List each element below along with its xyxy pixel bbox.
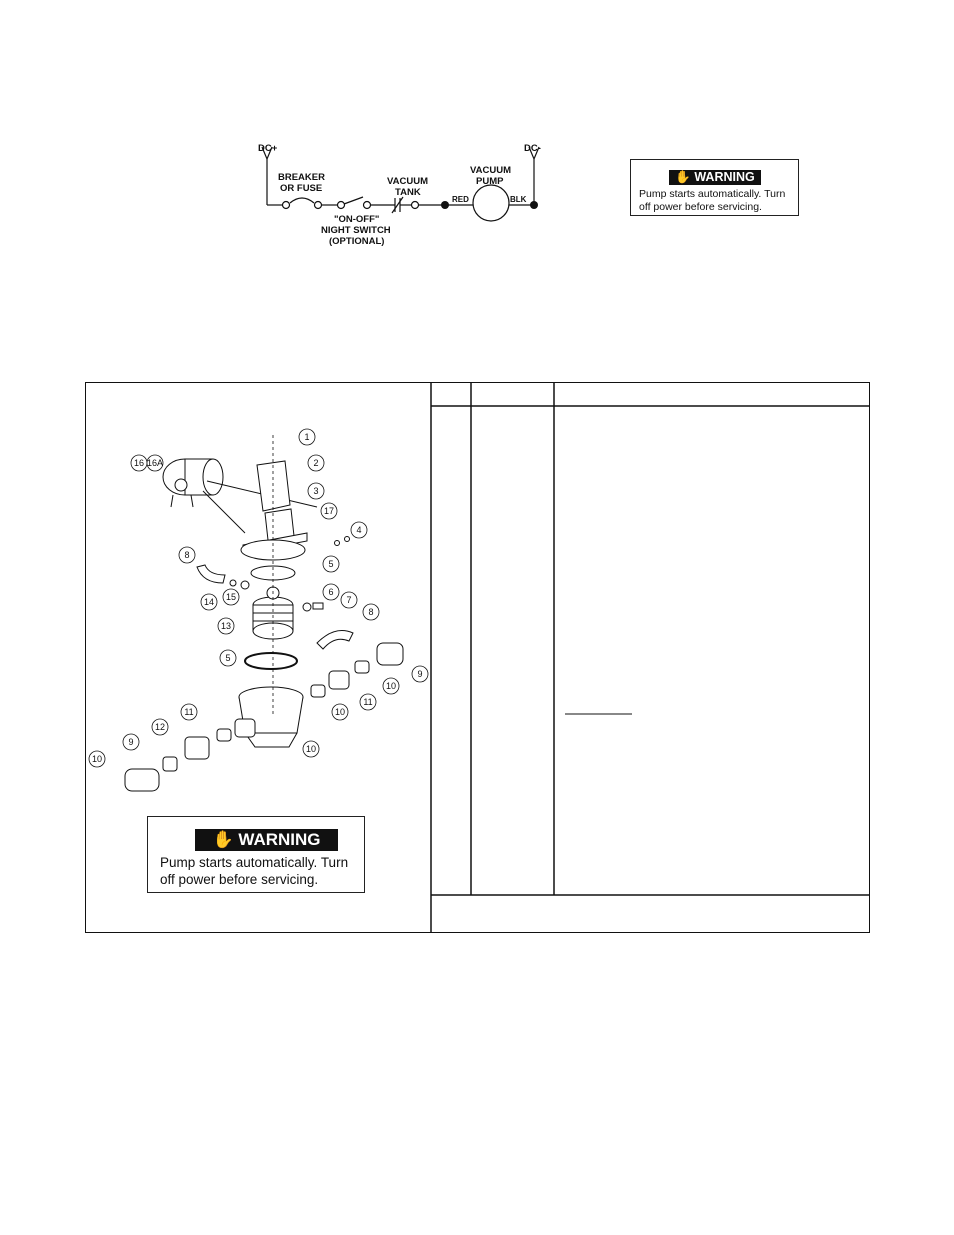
switch-label-1: "ON-OFF" bbox=[334, 214, 379, 225]
warning-label-large: ✋ WARNING Pump starts automatically. Tur… bbox=[147, 816, 365, 893]
part-callout-5: 5 bbox=[328, 559, 333, 569]
warning-banner: ✋ WARNING bbox=[195, 829, 338, 851]
part-callout-11: 11 bbox=[184, 707, 193, 717]
parts-table-grid bbox=[430, 382, 870, 933]
part-callout-11: 11 bbox=[363, 697, 372, 707]
part-callout-10: 10 bbox=[386, 681, 396, 691]
breaker-label-1: BREAKER bbox=[278, 172, 325, 183]
warning-message: Pump starts automatically. Turn off powe… bbox=[160, 855, 349, 887]
part-callout-8: 8 bbox=[184, 550, 189, 560]
part-callout-5: 5 bbox=[225, 653, 230, 663]
warning-label-small: ✋ WARNING Pump starts automatically. Tur… bbox=[630, 159, 799, 216]
part-callout-7: 7 bbox=[346, 595, 351, 605]
dc-positive-label: DC+ bbox=[258, 143, 278, 154]
part-callout-15: 15 bbox=[226, 592, 236, 602]
wiring-schematic: DC+ DC- BREAKER OR FUSE "ON-OFF" NIGHT S… bbox=[258, 143, 541, 247]
part-callout-10: 10 bbox=[335, 707, 345, 717]
part-callout-16a: 16A bbox=[147, 458, 163, 468]
part-callout-12: 12 bbox=[155, 722, 165, 732]
part-callout-14: 14 bbox=[204, 597, 214, 607]
dc-negative-label: DC- bbox=[524, 143, 541, 154]
part-callout-9: 9 bbox=[128, 737, 133, 747]
part-callout-6: 6 bbox=[328, 587, 333, 597]
warning-title: WARNING bbox=[694, 170, 755, 184]
breaker-label-2: OR FUSE bbox=[280, 183, 322, 194]
part-callout-3: 3 bbox=[313, 486, 318, 496]
parts-list-frame bbox=[85, 382, 870, 933]
red-wire-label: RED bbox=[452, 195, 469, 204]
part-callout-17: 17 bbox=[324, 506, 334, 516]
part-callout-9: 9 bbox=[417, 669, 422, 679]
hand-stop-icon: ✋ bbox=[675, 170, 691, 184]
part-callout-4: 4 bbox=[356, 525, 361, 535]
pump-label-1: VACUUM bbox=[470, 165, 511, 176]
tank-label-2: TANK bbox=[395, 187, 421, 198]
part-callout-16: 16 bbox=[134, 458, 144, 468]
part-callout-1: 1 bbox=[304, 432, 309, 442]
hand-stop-icon: ✋ bbox=[212, 830, 234, 849]
switch-label-2: NIGHT SWITCH bbox=[321, 225, 391, 236]
part-callout-10: 10 bbox=[92, 754, 102, 764]
part-callout-10: 10 bbox=[306, 744, 316, 754]
tank-label-1: VACUUM bbox=[387, 176, 428, 187]
pump-label-2: PUMP bbox=[476, 176, 504, 187]
warning-title: WARNING bbox=[238, 830, 321, 849]
warning-message: Pump starts automatically. Turn off powe… bbox=[639, 188, 786, 213]
warning-banner: ✋ WARNING bbox=[669, 170, 761, 185]
switch-label-3: (OPTIONAL) bbox=[329, 236, 384, 247]
part-callout-2: 2 bbox=[313, 458, 318, 468]
blk-wire-label: BLK bbox=[510, 195, 527, 204]
part-callout-8: 8 bbox=[368, 607, 373, 617]
part-callout-13: 13 bbox=[221, 621, 231, 631]
